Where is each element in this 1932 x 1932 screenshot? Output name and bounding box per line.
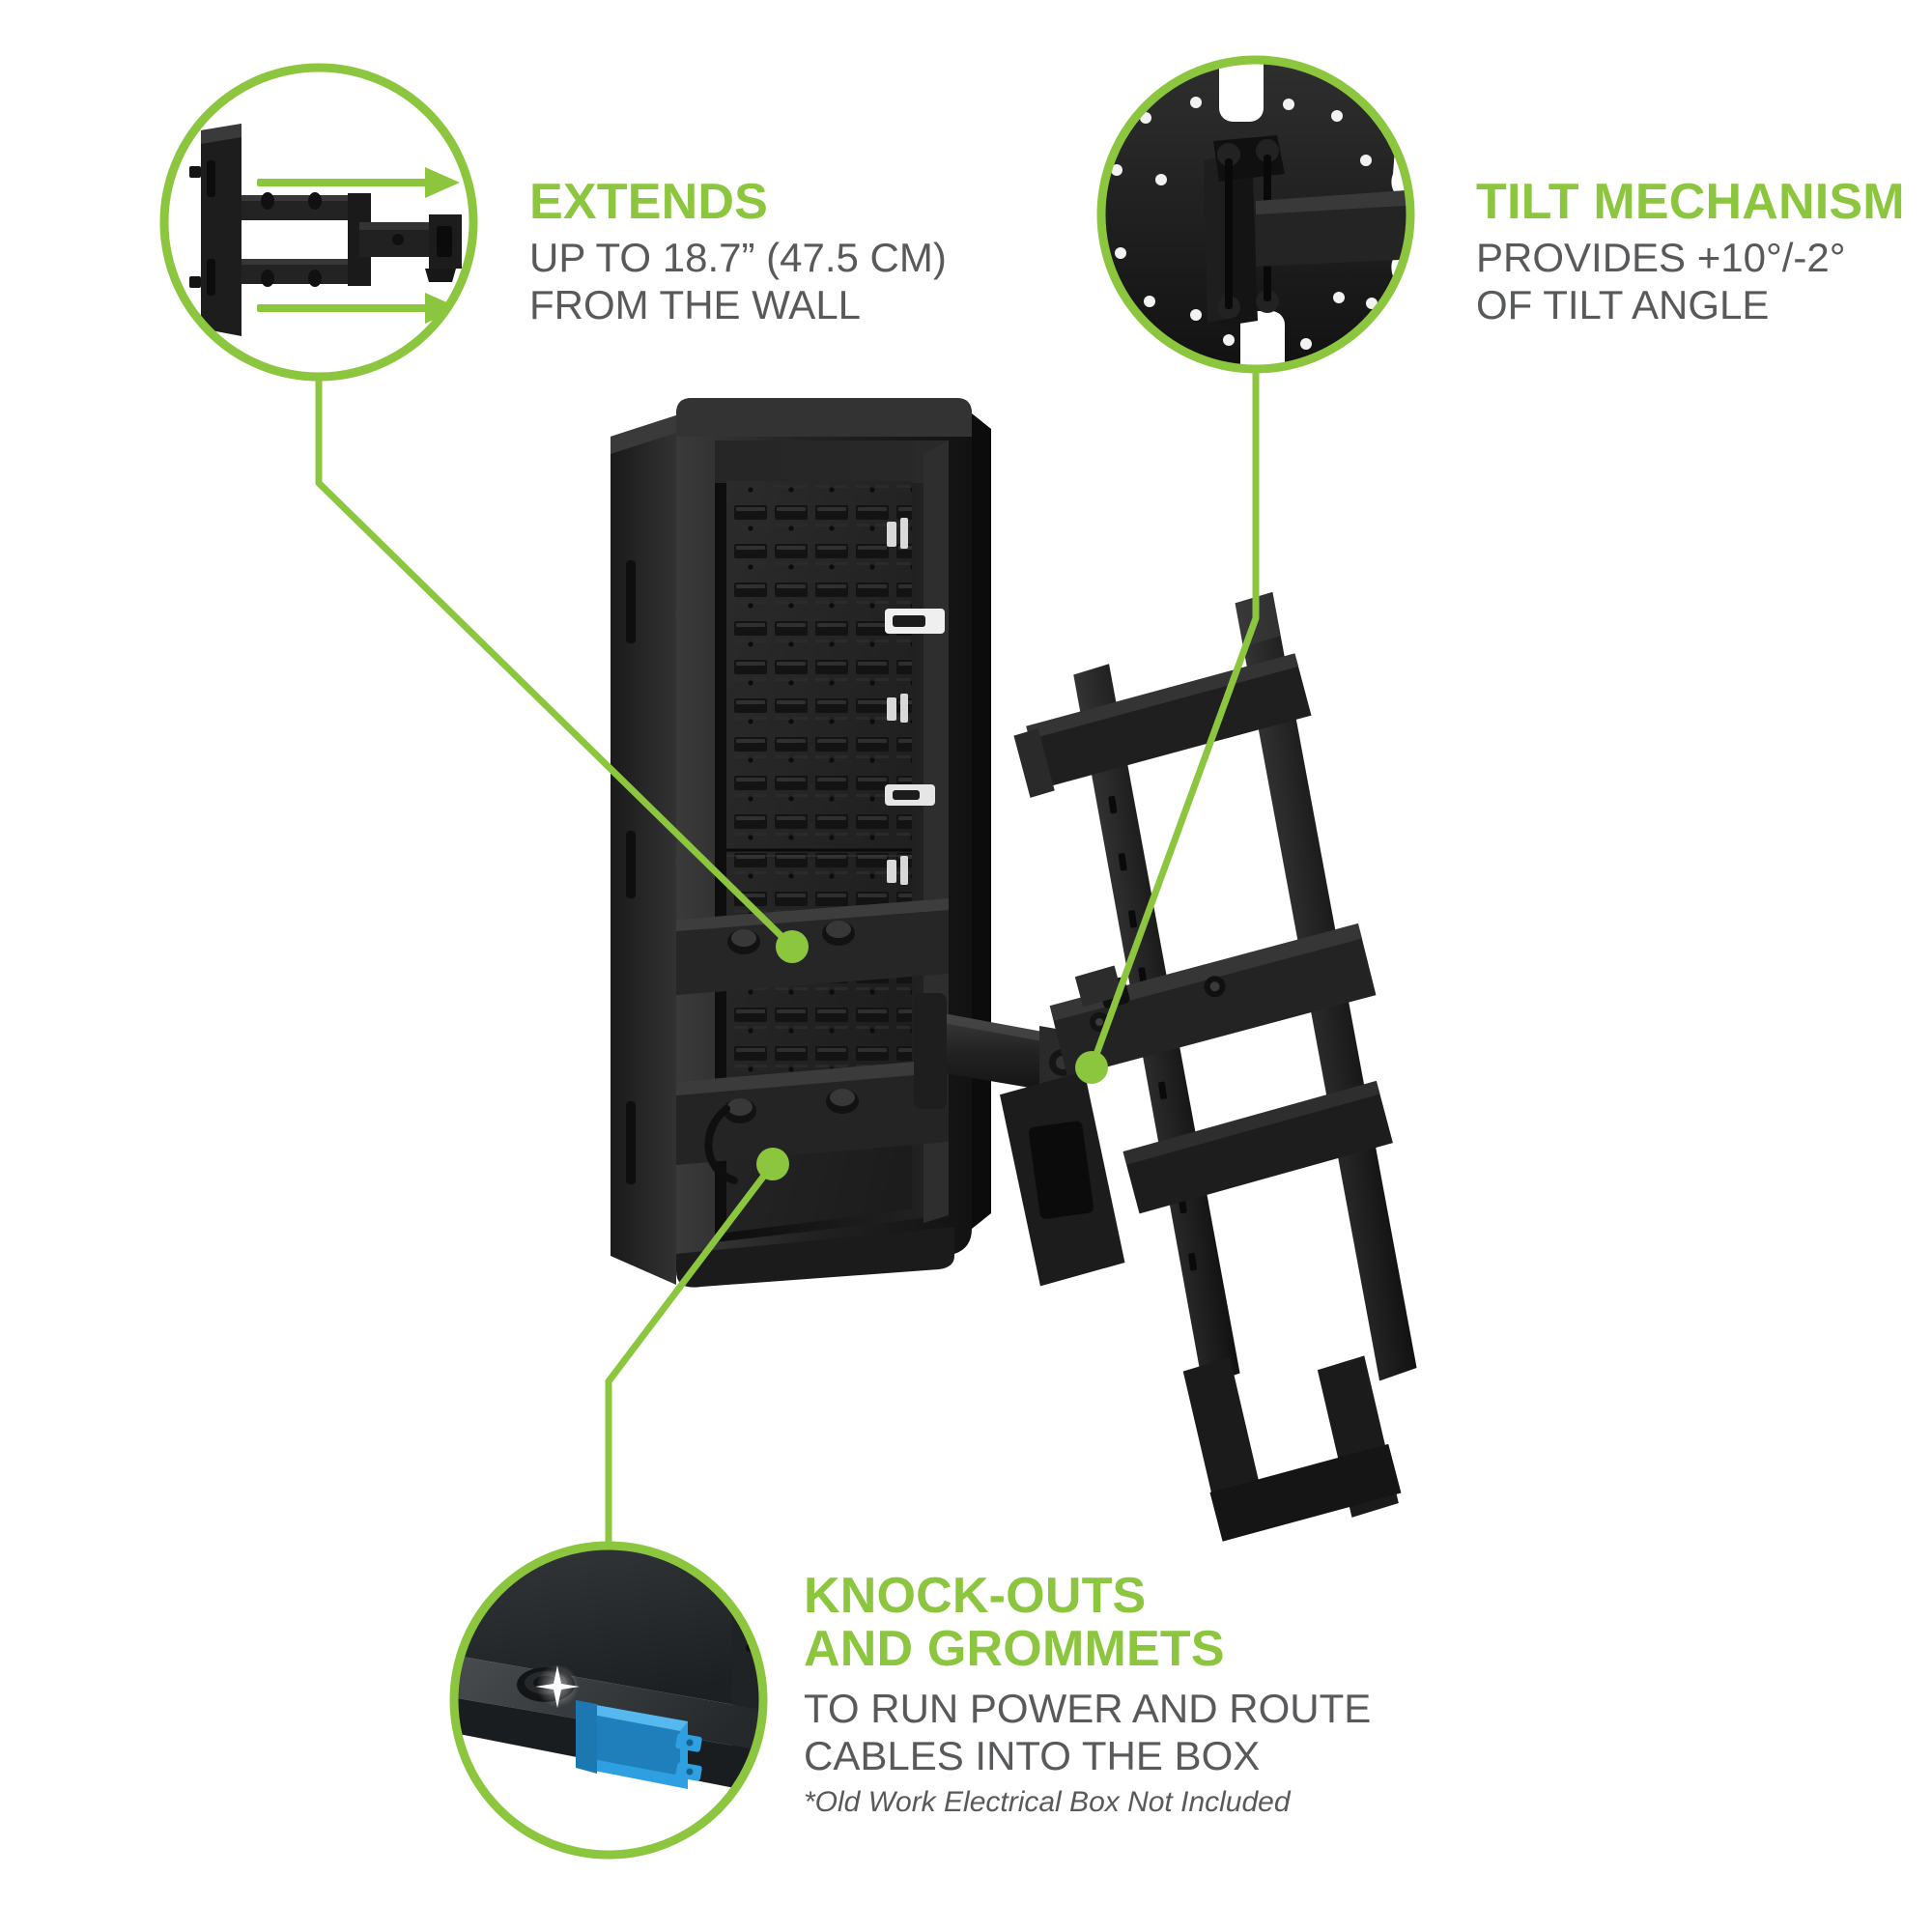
extends-bubble-ring [159,63,478,382]
callout-subline-knockouts-2: CABLES INTO THE BOX [804,1732,1261,1778]
leader-lines [315,365,1260,1549]
callout-bubble-tilt [1096,55,1415,374]
callout-subline-extends-2: FROM THE WALL [529,281,862,327]
wall-box-flange [611,415,676,1285]
leader-dot-tilt [1075,1051,1108,1084]
callout-title-extends: EXTENDS [529,174,769,230]
lower-cross-bracket [1122,1080,1393,1214]
upper-cross-bracket [1013,653,1312,798]
callout-note-knockouts: *Old Work Electrical Box Not Included [804,1785,1291,1818]
sparkle-icon [535,1664,580,1708]
lower-cable-rail [676,1059,949,1184]
leader-dot-knockouts [756,1148,789,1180]
tilt-extension-bar [1256,189,1410,267]
grommet-knockout [517,1664,580,1708]
tv-mount-assembly [1000,591,1417,1542]
callout-subline-knockouts-1: TO RUN POWER AND ROUTE [804,1686,1372,1732]
upper-cable-rail [676,898,949,995]
leader-dot-extends [776,930,809,963]
leader-line-knockouts [605,1160,777,1549]
leader-endpoints [756,930,1108,1180]
left-hook-plate [1000,1070,1125,1287]
callout-bubble-knockouts [449,1541,768,1860]
extension-arrow-upper [257,167,460,198]
callout-text-knockouts: KNOCK-OUTS AND GROMMETS TO RUN POWER AND… [804,1568,1372,1819]
articulating-arm [914,993,1084,1109]
callout-title-tilt: TILT MECHANISM [1476,174,1905,230]
callout-title-knockouts: KNOCK-OUTS AND GROMMETS [804,1568,1225,1678]
callout-text-extends: EXTENDS UP TO 18.7” (47.5 CM) FROM THE W… [529,174,947,329]
vesa-slot-brackets [885,518,945,885]
callout-subline-tilt-2: OF TILT ANGLE [1476,281,1770,327]
callout-bubble-extends [159,63,478,382]
slot-bracket-wide [885,609,945,634]
tilt-bubble-ring [1096,55,1415,374]
callout-subline-extends-1: UP TO 18.7” (47.5 CM) [529,235,947,281]
electrical-box [576,1700,702,1789]
mount-tail [1182,1355,1402,1542]
callout-text-tilt: TILT MECHANISM PROVIDES +10°/-2° OF TILT… [1476,174,1905,329]
slot-bracket-wide-2 [885,784,935,806]
leader-line-tilt [1088,365,1260,1071]
callout-subline-tilt-1: PROVIDES +10°/-2° [1476,235,1846,281]
product-illustration [611,398,1417,1542]
leader-line-extends [315,373,796,951]
knockouts-bubble-ring [449,1541,768,1860]
tilt-bubble-art [1101,60,1410,369]
tilt-hardware [1204,135,1285,327]
